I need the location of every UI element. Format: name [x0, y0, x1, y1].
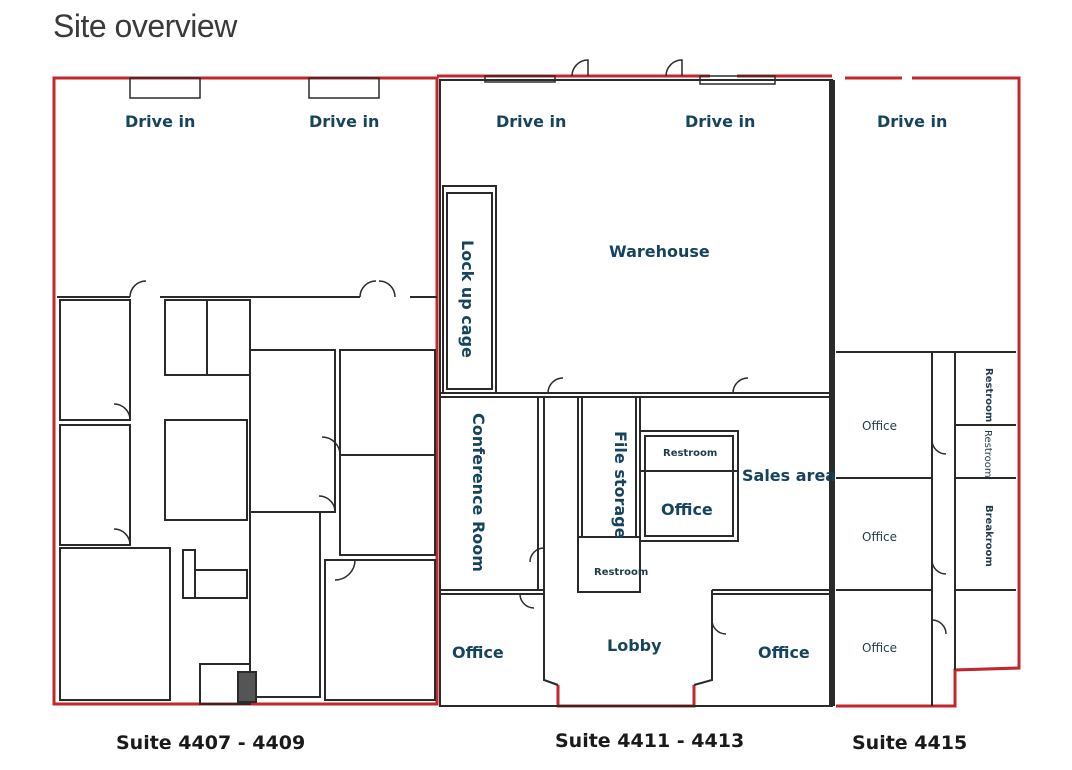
warehouse-label: Warehouse	[609, 242, 710, 261]
restroom-label-2: Restroom	[594, 567, 649, 578]
drive-in-label-4: Drive in	[685, 112, 756, 131]
drive-in-label-2: Drive in	[309, 112, 380, 131]
office-label-r2: Office	[862, 530, 898, 544]
walls	[57, 79, 1016, 707]
drive-in-label-5: Drive in	[877, 112, 948, 131]
office-label-right: Office	[758, 643, 810, 662]
suite-boundaries	[52, 74, 1021, 708]
lobby-label: Lobby	[607, 636, 662, 655]
drive-in-label-1: Drive in	[125, 112, 196, 131]
conference-room-label: Conference Room	[469, 413, 488, 572]
page-title: Site overview	[53, 8, 237, 44]
sales-area-label: Sales area	[742, 466, 837, 485]
restroom-label-1: Restroom	[663, 448, 718, 459]
file-storage-label: File storage	[611, 431, 630, 539]
office-label-r1: Office	[862, 419, 898, 433]
office-label-center: Office	[661, 500, 713, 519]
lock-up-cage-label: Lock up cage	[458, 240, 477, 358]
breakroom-label: Breakroom	[983, 505, 994, 567]
restroom-label-r1: Restroom	[983, 368, 994, 423]
suite-label-right: Suite 4415	[852, 732, 968, 754]
office-label-r3: Office	[862, 641, 898, 655]
overhead-doors	[129, 75, 776, 99]
suite-label-left: Suite 4407 - 4409	[116, 732, 306, 754]
office-label-left: Office	[452, 643, 504, 662]
drive-in-label-3: Drive in	[496, 112, 567, 131]
suite-label-middle: Suite 4411 - 4413	[555, 730, 745, 752]
doors	[113, 59, 947, 635]
restroom-label-r2: Restroom	[982, 430, 993, 478]
